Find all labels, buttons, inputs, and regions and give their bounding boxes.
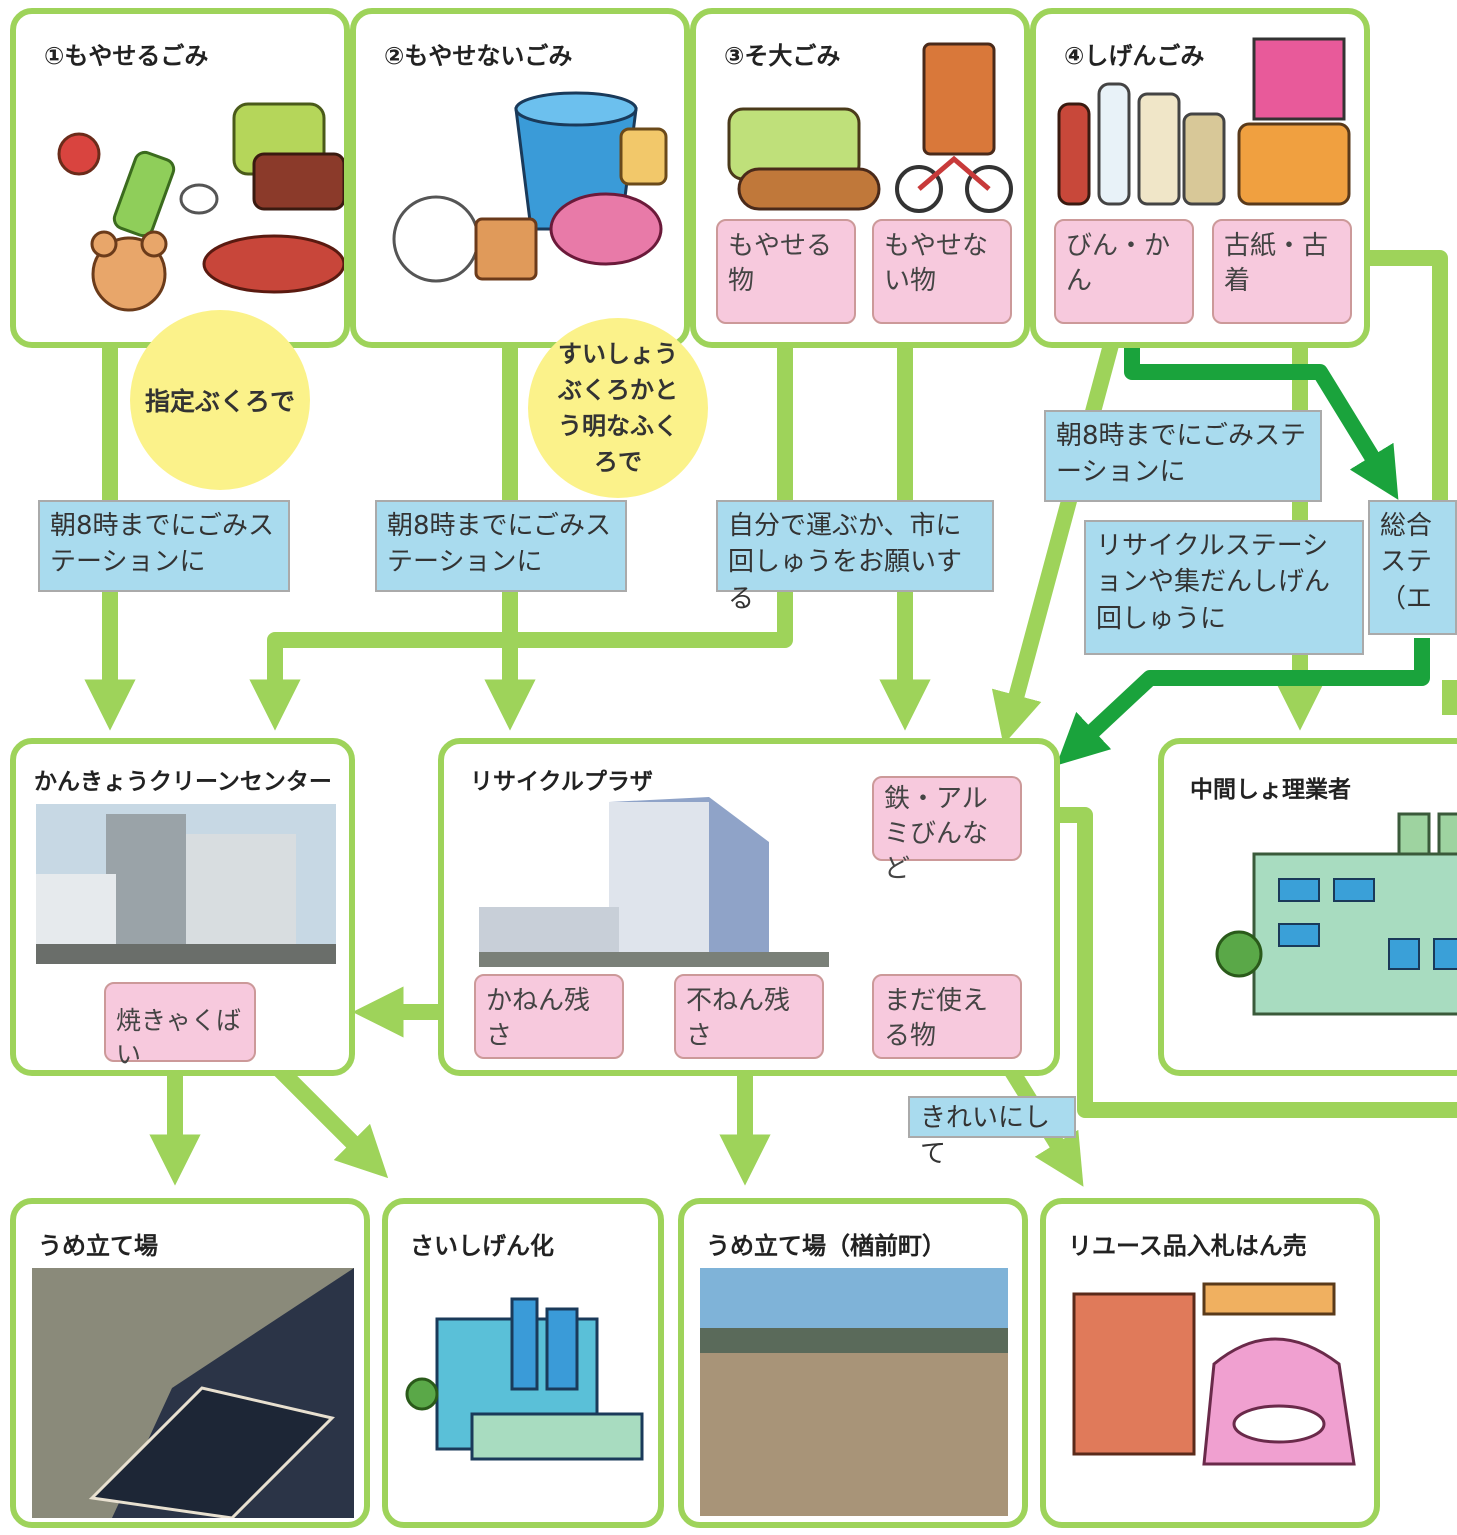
category-title: ①もやせるごみ (44, 42, 209, 70)
instruction-station-burnable: 朝8時までにごみステーションに (38, 500, 290, 592)
category-title: ④しげんごみ (1064, 42, 1205, 70)
arrow-paper-right (1355, 250, 1448, 500)
instruction-clean-it: きれいにして (908, 1096, 1076, 1169)
burnable-trash-illustration (57, 102, 344, 312)
clean-center-photo (36, 804, 336, 964)
nonburnable-trash-illustration (392, 91, 668, 283)
bag-designated-note: 指定ぶくろで (130, 310, 310, 490)
category-title: ②もやせないごみ (384, 42, 573, 70)
processor-building-illustration (1215, 812, 1457, 1016)
facility-title: リサイクルプラザ (470, 769, 653, 795)
noncombustible-residue-label: 不ねん残さ (674, 974, 824, 1059)
furniture-illustration (1072, 1282, 1356, 1466)
arrow-bulky-burnable-to-center (249, 318, 793, 731)
arrow-bottles-to-plaza (991, 327, 1123, 745)
bottles-cans-label: びん・かん (1054, 219, 1194, 324)
metal-bottles-label: 鉄・アルミびんなど (872, 776, 1022, 884)
category-box-nonburnable: ②もやせないごみ (350, 8, 690, 348)
instruction-recycle-station: リサイクルステーションや集だんしげん回しゅうに (1084, 520, 1364, 655)
bulky-burnable-label: もやせる物 (716, 219, 856, 324)
arrow-station-to-plaza (1056, 638, 1430, 766)
facility-recycle-plaza: リサイクルプラザ 鉄・アルミびんなど かねん残さ 不ねん残さ まだ使える物 (438, 738, 1060, 1076)
facility-clean-center: かんきょうクリーンセンター 焼きゃくばい (10, 738, 355, 1076)
destination-title: うめ立て場 (38, 1232, 158, 1260)
landfill-field-photo (700, 1268, 1008, 1516)
destination-recycle: さいしげん化 (382, 1198, 664, 1528)
paper-clothes-label: 古紙・古着 (1212, 219, 1352, 324)
category-box-bulky: ③そ大ごみ もやせる物 もやせない物 (690, 8, 1030, 348)
instruction-station-nonburnable: 朝8時までにごみステーションに (375, 500, 627, 592)
bulky-trash-illustration (727, 42, 1013, 213)
landfill-aerial-photo (32, 1268, 354, 1518)
destination-title: リユース品入札はん売 (1068, 1232, 1307, 1260)
facility-title: 中間しょ理業者 (1190, 777, 1351, 803)
bag-clear-note: すいしょうぶくろかとう明なふくろで (528, 318, 708, 498)
destination-title: さいしげん化 (410, 1232, 554, 1260)
reusable-items-label: まだ使える物 (872, 974, 1022, 1059)
resources-trash-illustration (1057, 37, 1351, 206)
instruction-general-station: 総合ステ（エ (1368, 500, 1457, 635)
destination-landfill-narahamae: うめ立て場（楢前町） (678, 1198, 1028, 1528)
incinerator-label: 焼きゃくばい (104, 982, 256, 1069)
category-title: ③そ大ごみ (724, 42, 841, 70)
recycle-plaza-photo (479, 792, 829, 967)
instruction-station-resources: 朝8時までにごみステーションに (1044, 410, 1322, 502)
destination-title: うめ立て場（楢前町） (706, 1232, 946, 1260)
destination-reuse-auction: リユース品入札はん売 (1040, 1198, 1380, 1528)
category-box-resources: ④しげんごみ びん・かん 古紙・古着 (1030, 8, 1370, 348)
facility-title: かんきょうクリーンセンター (34, 769, 332, 795)
recycle-facility-illustration (405, 1297, 644, 1461)
instruction-bulky: 自分で運ぶか、市に回しゅうをお願いする (716, 500, 994, 614)
facility-middle-processor: 中間しょ理業者 (1158, 738, 1457, 1076)
category-box-burnable: ①もやせるごみ (10, 8, 350, 348)
destination-landfill: うめ立て場 (10, 1198, 370, 1528)
bulky-nonburnable-label: もやせない物 (872, 219, 1012, 324)
combustible-residue-label: かねん残さ (474, 974, 624, 1059)
